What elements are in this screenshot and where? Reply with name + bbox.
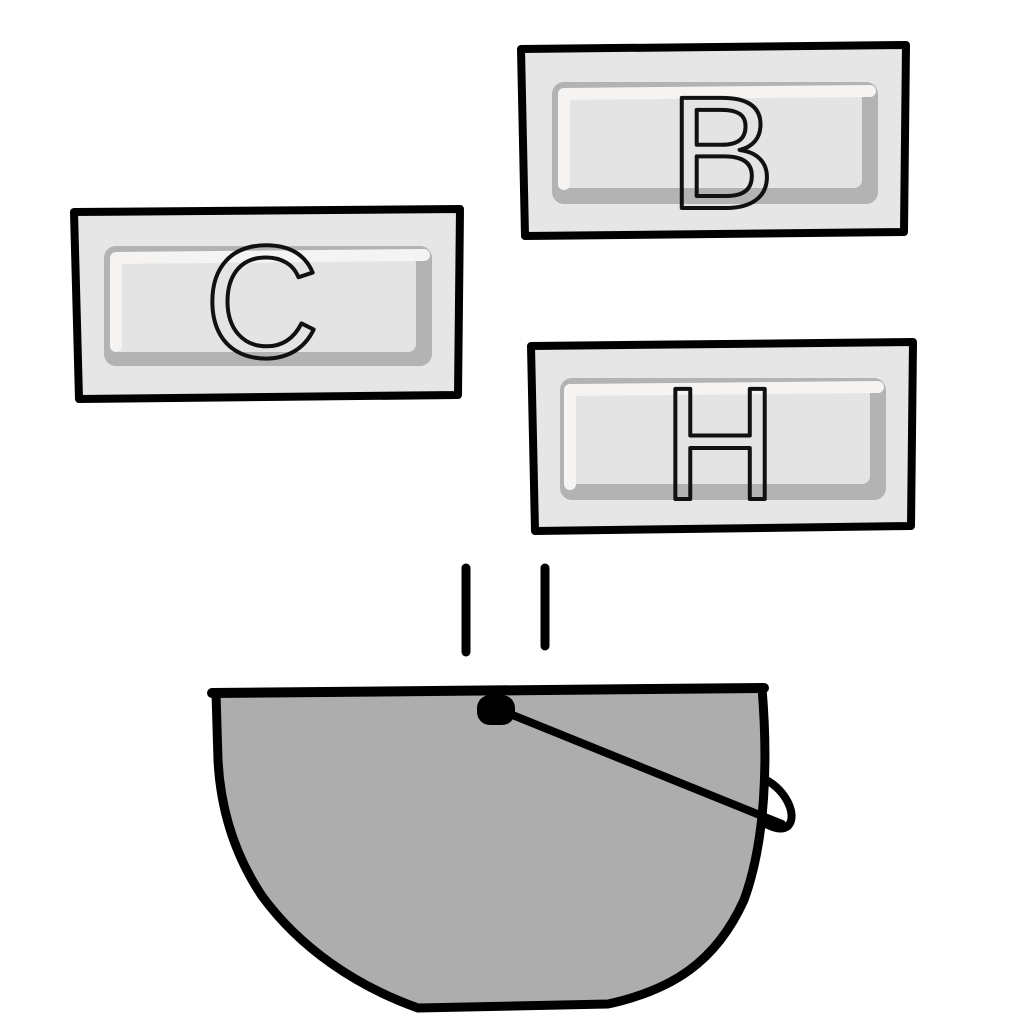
tile-c-key-highlight [110,249,430,352]
bucket-handle-rivet [477,695,515,725]
tile-h-key-face [568,388,870,484]
bucket-rim [207,683,769,698]
letter-tile-h[interactable]: H [527,338,917,535]
tile-b-letter: B [669,63,776,242]
bucket-icon[interactable] [207,683,796,1013]
tile-h-key-highlight [564,381,884,490]
tile-c-letter: C [204,212,320,391]
tile-c-key-face [112,256,416,352]
bucket-handle-loop [758,776,796,833]
bucket-handle [496,706,786,828]
bucket-body [211,683,770,1013]
letter-tile-b[interactable]: B [517,41,910,244]
tile-b-key-face [560,92,862,188]
tile-h-letter: H [662,354,778,533]
tile-b-key-highlight [558,85,876,190]
letter-tile-c[interactable]: C [70,205,464,403]
drip-lines-icon [461,563,550,657]
